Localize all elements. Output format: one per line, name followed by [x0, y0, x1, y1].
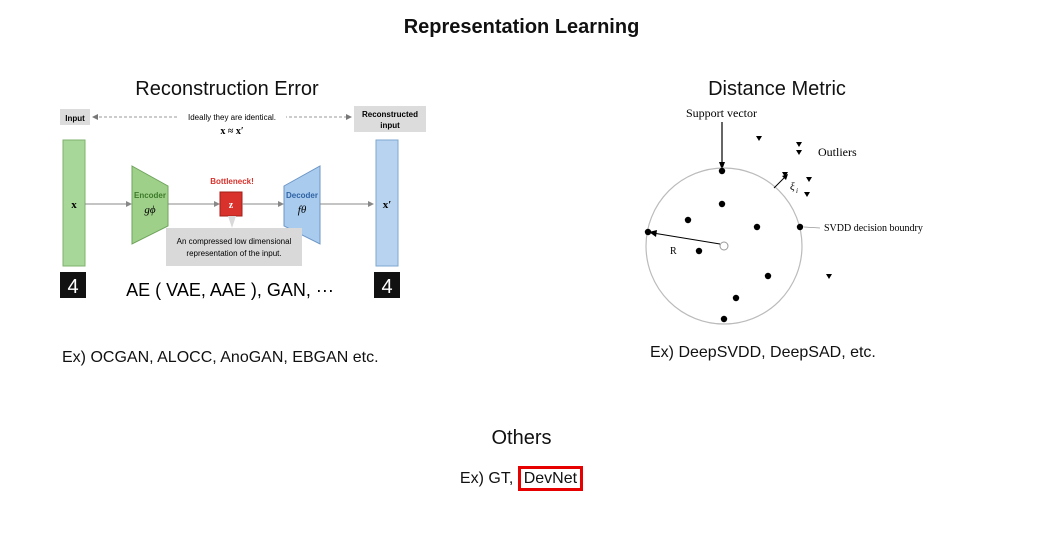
encoder-fn: gϕ — [144, 204, 156, 216]
identical-note: Ideally they are identical. — [188, 113, 276, 122]
inlier-point — [684, 216, 692, 224]
others-prefix: Ex) GT, — [459, 470, 518, 487]
others-examples: Ex) GT, DevNet — [0, 466, 1043, 491]
input-digit-image — [60, 272, 86, 298]
xi-subscript: i — [796, 187, 798, 195]
input-label-box — [60, 109, 90, 125]
encoder-label: Encoder — [134, 191, 166, 200]
radius-line — [652, 232, 721, 245]
boundary-label: SVDD decision boundry — [824, 223, 923, 234]
inlier-point — [764, 272, 772, 280]
input-bar — [62, 139, 86, 267]
svdd-diagram: Support vector Outliers R ξ i SVDD decis… — [644, 106, 923, 325]
distance-metric-heading: Distance Metric — [708, 78, 846, 100]
reconstructed-label-box — [354, 106, 426, 132]
decoder-fn: fθ — [298, 204, 307, 216]
bottleneck-label: Bottleneck! — [210, 177, 254, 186]
input-digit: 4 — [67, 276, 78, 298]
outlier-point — [804, 192, 810, 197]
support-vector-label: Support vector — [686, 106, 757, 120]
x-label: x — [71, 199, 77, 211]
x-prime-label: x′ — [383, 199, 392, 211]
input-label: Input — [65, 114, 85, 123]
encoder-shape — [131, 165, 169, 245]
arrow-head-left — [92, 114, 98, 120]
outliers-label: Outliers — [818, 145, 857, 159]
approx-formula: x ≈ x′ — [220, 126, 243, 137]
output-digit-image — [374, 272, 400, 298]
support-vector-point — [718, 167, 726, 175]
autoencoder-diagram: Input Ideally they are identical. x ≈ x′… — [60, 106, 426, 300]
inlier-point — [695, 247, 703, 255]
inlier-point — [732, 294, 740, 302]
decoder-label: Decoder — [286, 191, 318, 200]
decoder-shape — [283, 165, 321, 245]
support-vector-point — [644, 228, 652, 236]
output-bar — [375, 139, 399, 267]
decision-boundary-circle — [645, 167, 803, 325]
z-label: z — [229, 200, 234, 211]
outlier-point — [796, 150, 802, 155]
outlier-point — [796, 142, 802, 147]
left-examples: Ex) OCGAN, ALOCC, AnoGAN, EBGAN etc. — [62, 349, 379, 366]
support-vector-point — [796, 223, 804, 231]
inlier-point — [718, 200, 726, 208]
center-point — [719, 241, 729, 251]
right-examples: Ex) DeepSVDD, DeepSAD, etc. — [650, 344, 876, 361]
outlier-point — [806, 177, 812, 182]
callout-box — [166, 228, 302, 266]
others-heading: Others — [491, 427, 552, 449]
outlier-point — [756, 136, 762, 141]
output-digit: 4 — [381, 276, 392, 298]
boundary-label-line — [803, 226, 821, 229]
reconstruction-error-heading: Reconstruction Error — [135, 78, 319, 100]
arrow-head-right — [346, 114, 352, 120]
xi-label: ξ — [790, 181, 795, 193]
inlier-point — [753, 223, 761, 231]
outlier-point — [826, 274, 832, 279]
radius-label: R — [670, 246, 677, 257]
reconstructed-label-1: Reconstructed — [362, 110, 418, 119]
callout-line-1: An compressed low dimensional — [177, 237, 292, 246]
callout-pointer — [228, 216, 236, 228]
support-vector-point — [720, 315, 728, 323]
page-title: Representation Learning — [403, 16, 640, 38]
reconstructed-label-2: input — [380, 121, 400, 130]
devnet-highlight: DevNet — [517, 466, 584, 491]
outlier-point — [782, 172, 788, 177]
identical-note-bg — [178, 109, 286, 139]
callout-line-2: representation of the input. — [186, 249, 281, 258]
models-text: AE ( VAE, AAE ), GAN, ··· — [126, 280, 334, 300]
